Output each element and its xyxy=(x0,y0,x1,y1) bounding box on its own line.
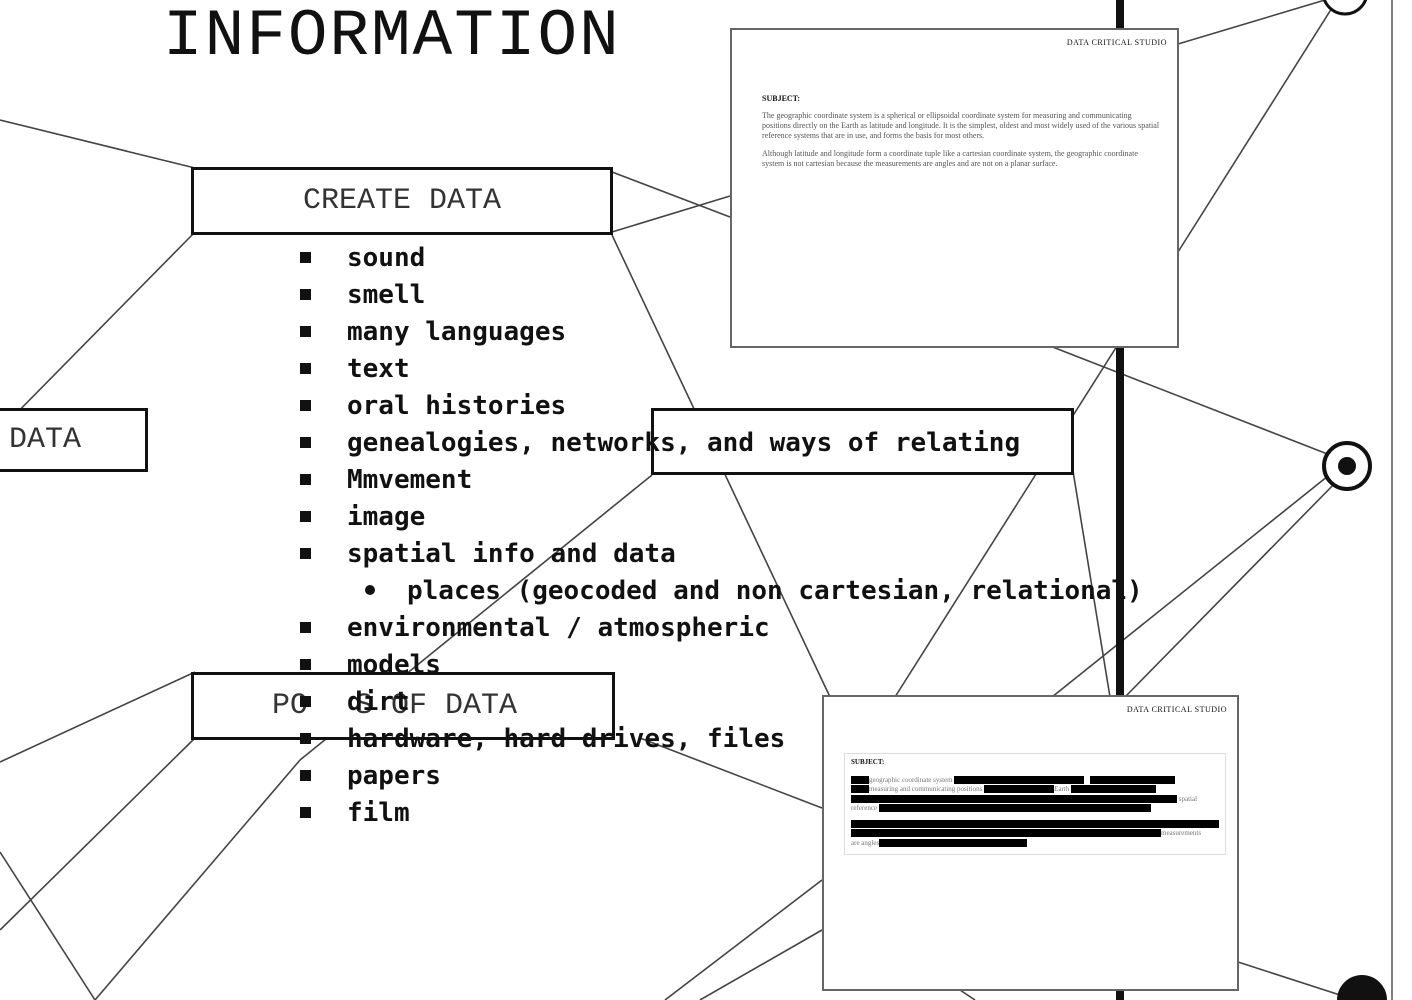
connector-line xyxy=(1124,474,1344,698)
connector-line xyxy=(0,737,196,931)
document-org: DATA CRITICAL STUDIO xyxy=(1066,38,1167,47)
redacted-word: geographic coordinate system xyxy=(869,775,953,784)
bullet-square-icon xyxy=(300,252,311,263)
connector-line xyxy=(639,737,823,809)
data-node-label: DATA xyxy=(9,423,82,457)
connector-line xyxy=(0,851,96,1000)
bullet-square-icon xyxy=(300,474,311,485)
data-node: DATA xyxy=(0,408,148,472)
connector-line xyxy=(894,345,1118,698)
bullet-square-icon xyxy=(300,548,311,559)
redacted-word: are angles xyxy=(851,838,880,847)
bullet-square-icon xyxy=(300,511,311,522)
bullet-square-icon xyxy=(300,363,311,374)
bullet-square-icon xyxy=(300,326,311,337)
connector-line xyxy=(959,989,976,1000)
redacted-word: measurements xyxy=(1161,829,1202,837)
bullet-dot-icon xyxy=(365,585,375,595)
bullet-square-icon xyxy=(300,437,311,448)
bullet-square-icon xyxy=(300,807,311,818)
connector-line xyxy=(1237,961,1341,996)
node-circle-bottom xyxy=(1337,975,1387,1000)
document-card-top: DATA CRITICAL STUDIO SUBJECT: The geogra… xyxy=(730,28,1179,348)
connector-line xyxy=(1049,345,1331,456)
bullet-square-icon xyxy=(300,400,311,411)
relating-node xyxy=(651,408,1074,475)
bullet-square-icon xyxy=(300,289,311,300)
target-node xyxy=(1322,441,1372,491)
redacted-word: spatial xyxy=(1178,794,1198,803)
create-data-label: CREATE DATA xyxy=(302,184,502,218)
bullet-square-icon xyxy=(300,622,311,633)
connector-line xyxy=(611,195,731,233)
connector-line xyxy=(0,671,196,763)
redacted-word: measuring and communicating positions xyxy=(869,785,983,793)
document-org: DATA CRITICAL STUDIO xyxy=(1126,705,1227,714)
page-title: INFORMATION xyxy=(163,0,621,74)
node-circle-top xyxy=(1322,0,1368,16)
document-paragraph: The geographic coordinate system is a sp… xyxy=(762,111,1160,140)
connector-line xyxy=(699,929,823,1000)
create-data-node: CREATE DATA xyxy=(191,167,613,235)
possession-node-label-tail: S OF DATA xyxy=(355,689,518,723)
connector-line xyxy=(1177,0,1338,253)
document-card-redacted: DATA CRITICAL STUDIO SUBJECT: geographic… xyxy=(822,695,1239,991)
connector-line xyxy=(1071,464,1111,698)
connector-line xyxy=(0,119,196,169)
connector-line xyxy=(664,879,823,1000)
document-paragraph: Although latitude and longitude form a c… xyxy=(762,149,1138,168)
bullet-square-icon xyxy=(300,770,311,781)
redacted-word: Earth xyxy=(1054,785,1070,793)
bullet-square-icon xyxy=(300,659,311,670)
bullet-square-icon xyxy=(300,696,311,707)
connector-line xyxy=(0,231,196,431)
redacted-word: reference xyxy=(851,804,878,812)
connector-line xyxy=(94,759,301,1000)
bullet-square-icon xyxy=(300,733,311,744)
document-subject: SUBJECT: xyxy=(762,94,801,103)
connector-line xyxy=(1177,0,1326,45)
document-subject: SUBJECT: xyxy=(851,758,885,766)
connector-line xyxy=(1051,471,1334,698)
connector-line xyxy=(611,171,731,218)
